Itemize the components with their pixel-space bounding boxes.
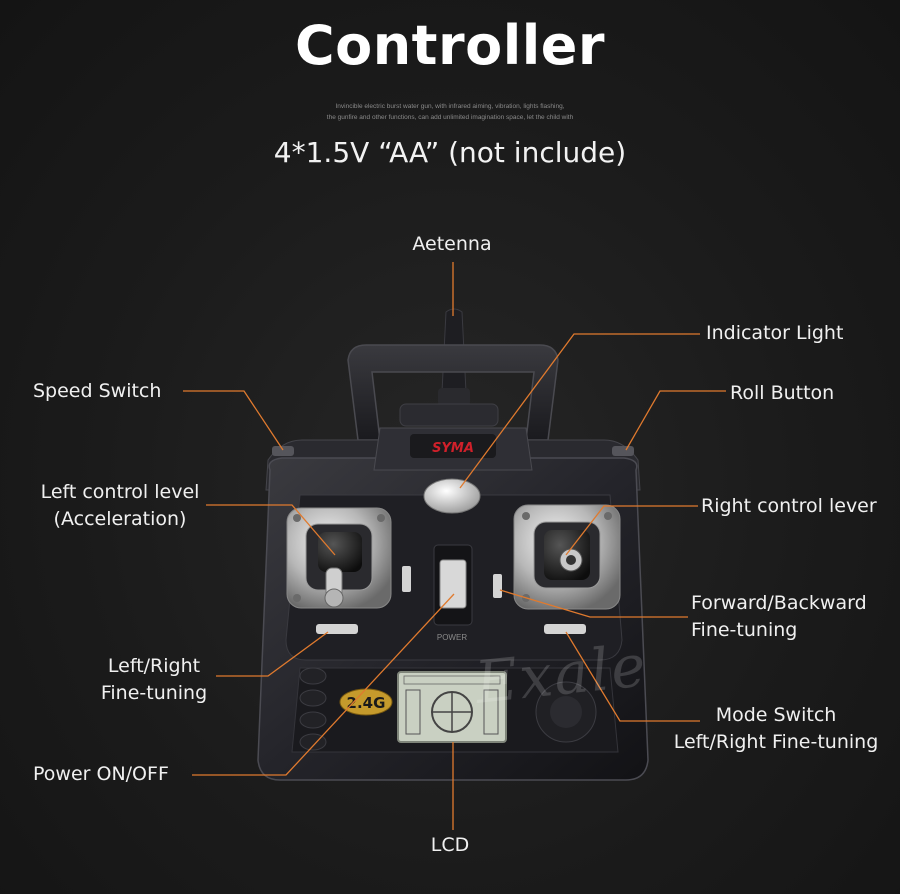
battery-spec: 4*1.5V “AA” (not include) [273, 136, 627, 169]
label-antenna: Aetenna [412, 233, 492, 255]
brand-logo: SYMA [432, 441, 474, 456]
left-control-stick[interactable] [286, 507, 392, 609]
label-left-right-1: Left/Right [107, 655, 201, 677]
label-left-control-1: Left control level [40, 481, 200, 503]
left-right-trim[interactable] [316, 624, 358, 634]
label-roll-button: Roll Button [730, 382, 835, 404]
forward-backward-trim[interactable] [493, 574, 502, 598]
lcd-screen [397, 671, 507, 743]
label-right-control: Right control lever [701, 495, 877, 517]
callout-lines [183, 262, 726, 830]
label-mode-switch-2: Left/Right Fine-tuning [673, 731, 879, 753]
label-indicator-light: Indicator Light [706, 322, 844, 344]
mode-switch-trim[interactable] [544, 624, 586, 634]
indicator-light [423, 478, 481, 514]
left-vertical-trim[interactable] [402, 566, 411, 592]
label-power: Power ON/OFF [33, 763, 169, 785]
roll-button[interactable] [612, 446, 634, 456]
label-speed-switch: Speed Switch [33, 380, 162, 402]
right-control-stick[interactable] [513, 504, 621, 610]
label-forward-backward-1: Forward/Backward [691, 592, 867, 614]
label-mode-switch-1: Mode Switch [715, 704, 837, 726]
power-text: POWER [437, 633, 467, 642]
label-left-control-2: (Acceleration) [53, 508, 187, 530]
subtitle-line-1: Invincible electric burst water gun, wit… [335, 103, 565, 110]
page-title: Controller [295, 14, 605, 77]
label-lcd: LCD [430, 834, 470, 856]
subtitle-line-2: the gunfire and other functions, can add… [326, 114, 574, 121]
power-switch[interactable] [433, 544, 473, 626]
label-left-right-2: Fine-tuning [100, 682, 208, 704]
speed-switch[interactable] [272, 446, 294, 456]
label-forward-backward-2: Fine-tuning [691, 619, 798, 641]
mode-button-cluster[interactable] [535, 681, 597, 743]
